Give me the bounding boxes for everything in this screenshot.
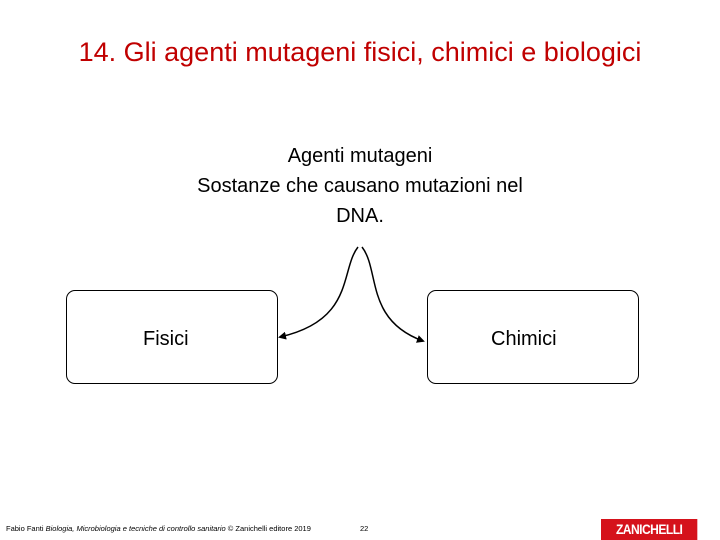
node-label-chimici: Chimici: [491, 328, 557, 350]
footer-publisher: © Zanichelli editore 2019: [225, 524, 311, 533]
arrow-to-fisici: [278, 246, 359, 340]
arrow-to-chimici: [361, 246, 425, 343]
central-heading: Agenti mutageni: [287, 145, 433, 167]
page-number: 22: [360, 524, 369, 533]
node-label-fisici: Fisici: [143, 328, 189, 350]
footer-credit: Fabio Fanti Biologia, Microbiologia e te…: [6, 524, 311, 534]
zanichelli-logo: ZANICHELLI: [601, 519, 698, 540]
node-fisici: Fisici: [66, 290, 278, 384]
slide-title: 14. Gli agenti mutageni fisici, chimici …: [78, 37, 642, 67]
central-description-line2: DNA.: [336, 205, 384, 227]
central-description-line1: Sostanze che causano mutazioni nel: [197, 175, 523, 197]
node-chimici: Chimici: [427, 290, 639, 384]
footer-author: Fabio Fanti: [6, 524, 46, 533]
central-concept: Agenti mutageni Sostanze che causano mut…: [150, 141, 570, 231]
footer-book-title: Biologia, Microbiologia e tecniche di co…: [45, 524, 226, 533]
